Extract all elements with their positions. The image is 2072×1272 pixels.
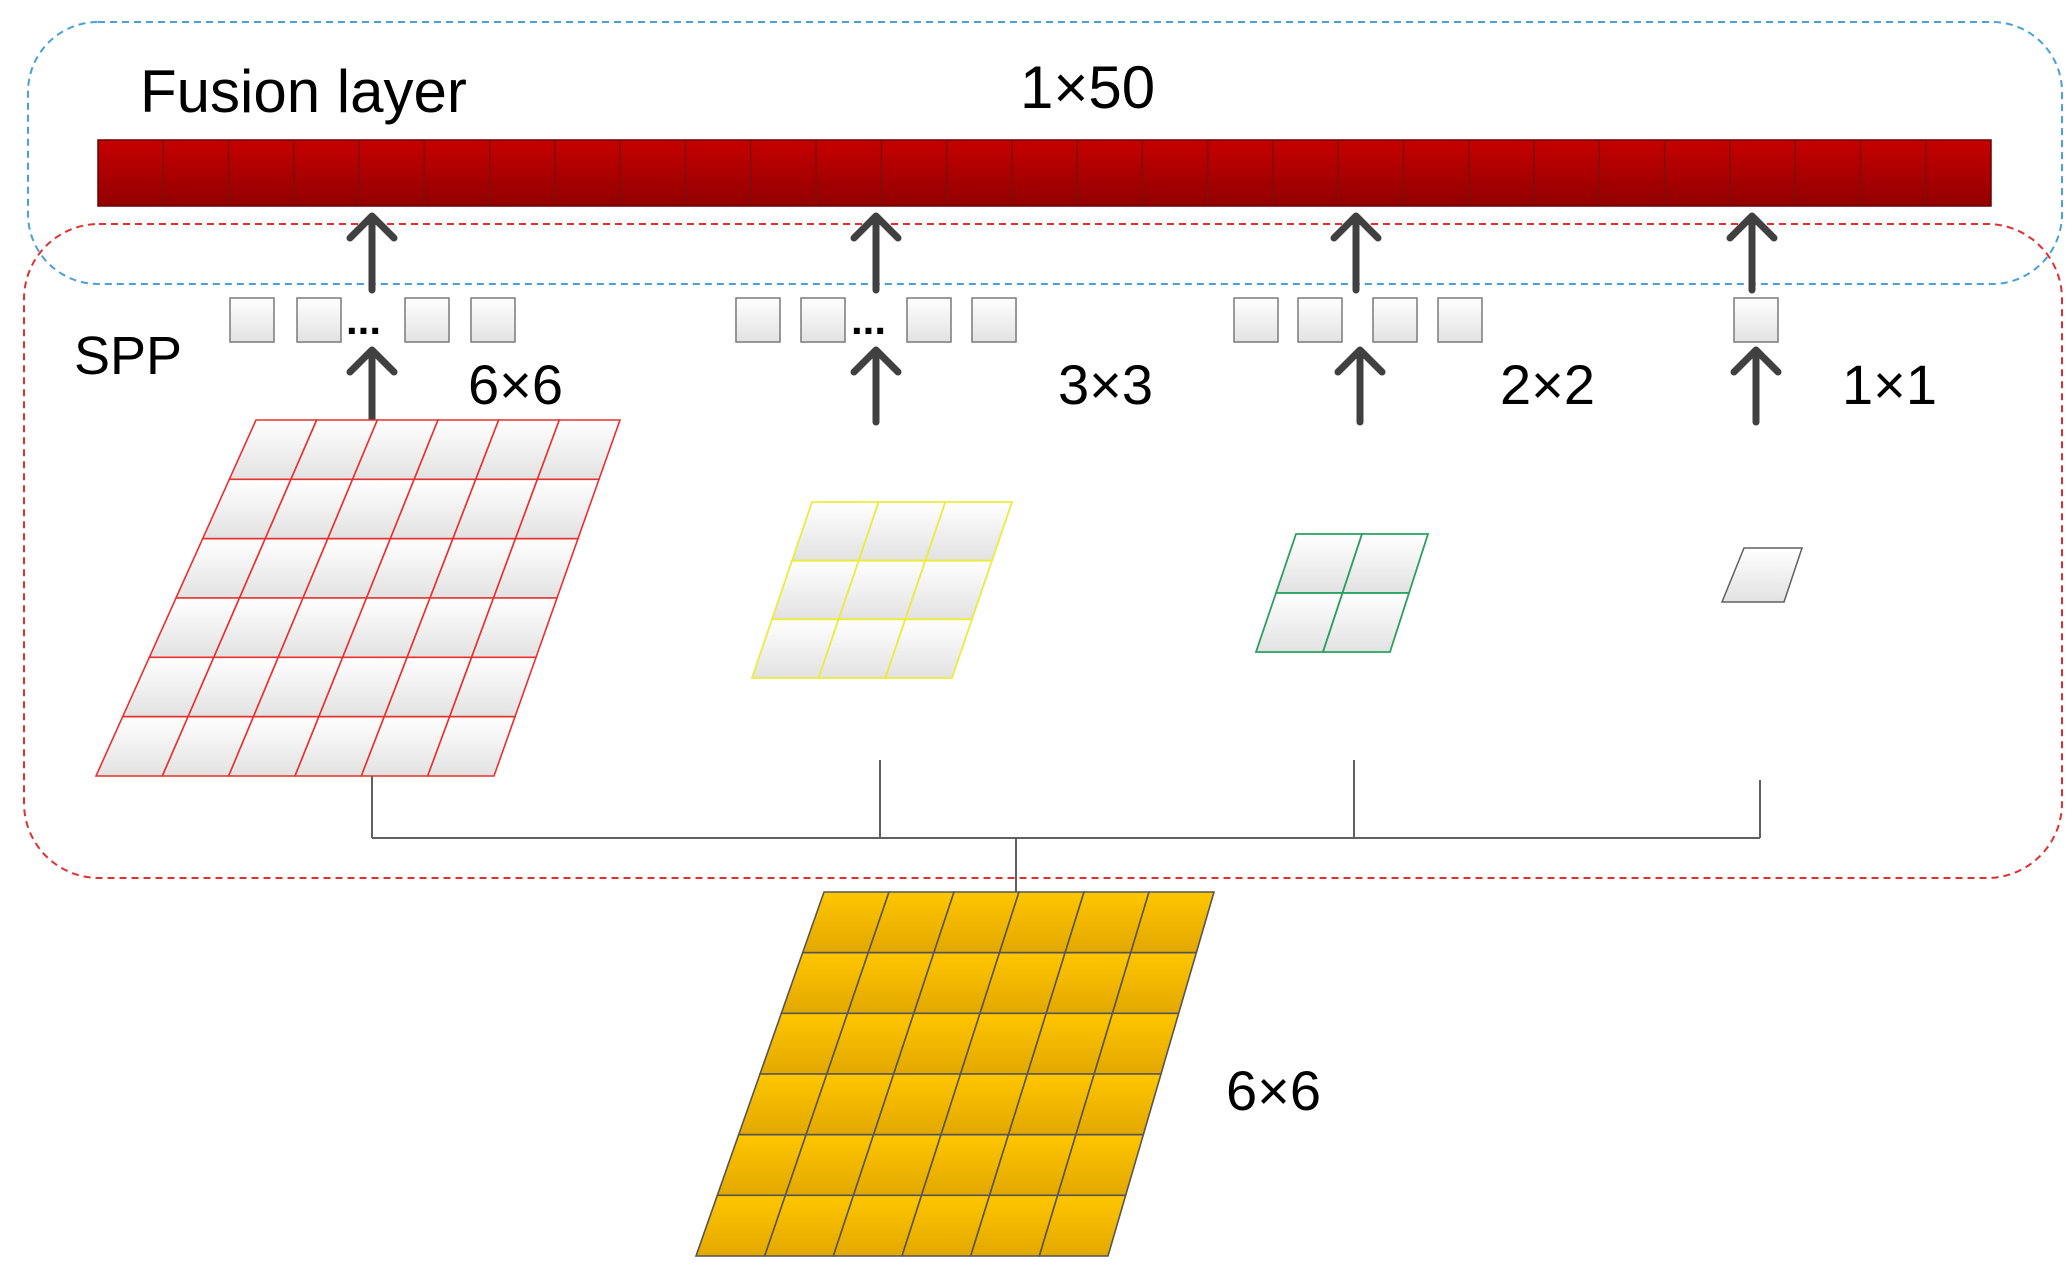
input-feature-map bbox=[694, 891, 1216, 1257]
arrow-up-icon bbox=[346, 346, 398, 426]
pool-2-label: 2×2 bbox=[1500, 353, 1595, 416]
pool-1-outputs bbox=[1733, 297, 1779, 343]
fusion-layer-container bbox=[27, 21, 2063, 285]
pool-6-outputs: ... bbox=[229, 296, 516, 343]
arrow-up-icon bbox=[1726, 212, 1778, 294]
output-box bbox=[906, 297, 952, 343]
arrow-up-icon bbox=[1330, 212, 1382, 294]
pool-2-grid bbox=[1254, 533, 1430, 653]
pool-3-ellipsis: ... bbox=[851, 296, 886, 343]
input-size-label: 6×6 bbox=[1226, 1059, 1321, 1122]
pool-3-cell bbox=[884, 618, 974, 679]
pool-2-outputs bbox=[1233, 297, 1483, 343]
arrow-up-icon bbox=[1730, 346, 1782, 426]
arrow-up-icon bbox=[346, 212, 398, 294]
fusion-layer-cells bbox=[162, 141, 1927, 205]
output-box bbox=[800, 297, 846, 343]
pool-3-outputs: ... bbox=[735, 296, 1017, 343]
output-box bbox=[229, 297, 275, 343]
pool-1-grid bbox=[1720, 547, 1804, 603]
pool-6-ellipsis: ... bbox=[346, 296, 381, 343]
arrow-up-icon bbox=[850, 346, 902, 426]
pool-3-label: 3×3 bbox=[1058, 353, 1153, 416]
output-box bbox=[1733, 297, 1779, 343]
output-box bbox=[1233, 297, 1279, 343]
pool-3-grid bbox=[750, 501, 1014, 679]
pool-6-cell bbox=[426, 715, 517, 777]
fusion-layer-bar bbox=[97, 139, 1992, 207]
fusion-layer-size: 1×50 bbox=[1020, 54, 1155, 121]
pool-1-cell bbox=[1720, 547, 1804, 603]
output-box bbox=[1437, 297, 1483, 343]
fusion-layer-title: Fusion layer bbox=[140, 58, 467, 125]
pool-1-label: 1×1 bbox=[1842, 353, 1937, 416]
pool-2-cell bbox=[1321, 592, 1411, 653]
pool-6-label: 6×6 bbox=[468, 353, 563, 416]
output-box bbox=[971, 297, 1017, 343]
output-box bbox=[296, 297, 342, 343]
output-box bbox=[1372, 297, 1418, 343]
spp-title: SPP bbox=[74, 326, 182, 386]
output-box bbox=[1297, 297, 1343, 343]
arrows bbox=[346, 212, 1782, 426]
connector-tree bbox=[371, 760, 1761, 892]
input-cell bbox=[1038, 1194, 1127, 1257]
output-box bbox=[404, 297, 450, 343]
arrow-up-icon bbox=[1334, 346, 1386, 426]
spp-container bbox=[23, 223, 2063, 879]
arrow-up-icon bbox=[850, 212, 902, 294]
output-box bbox=[470, 297, 516, 343]
pool-6-grid bbox=[94, 419, 622, 777]
output-box bbox=[735, 297, 781, 343]
